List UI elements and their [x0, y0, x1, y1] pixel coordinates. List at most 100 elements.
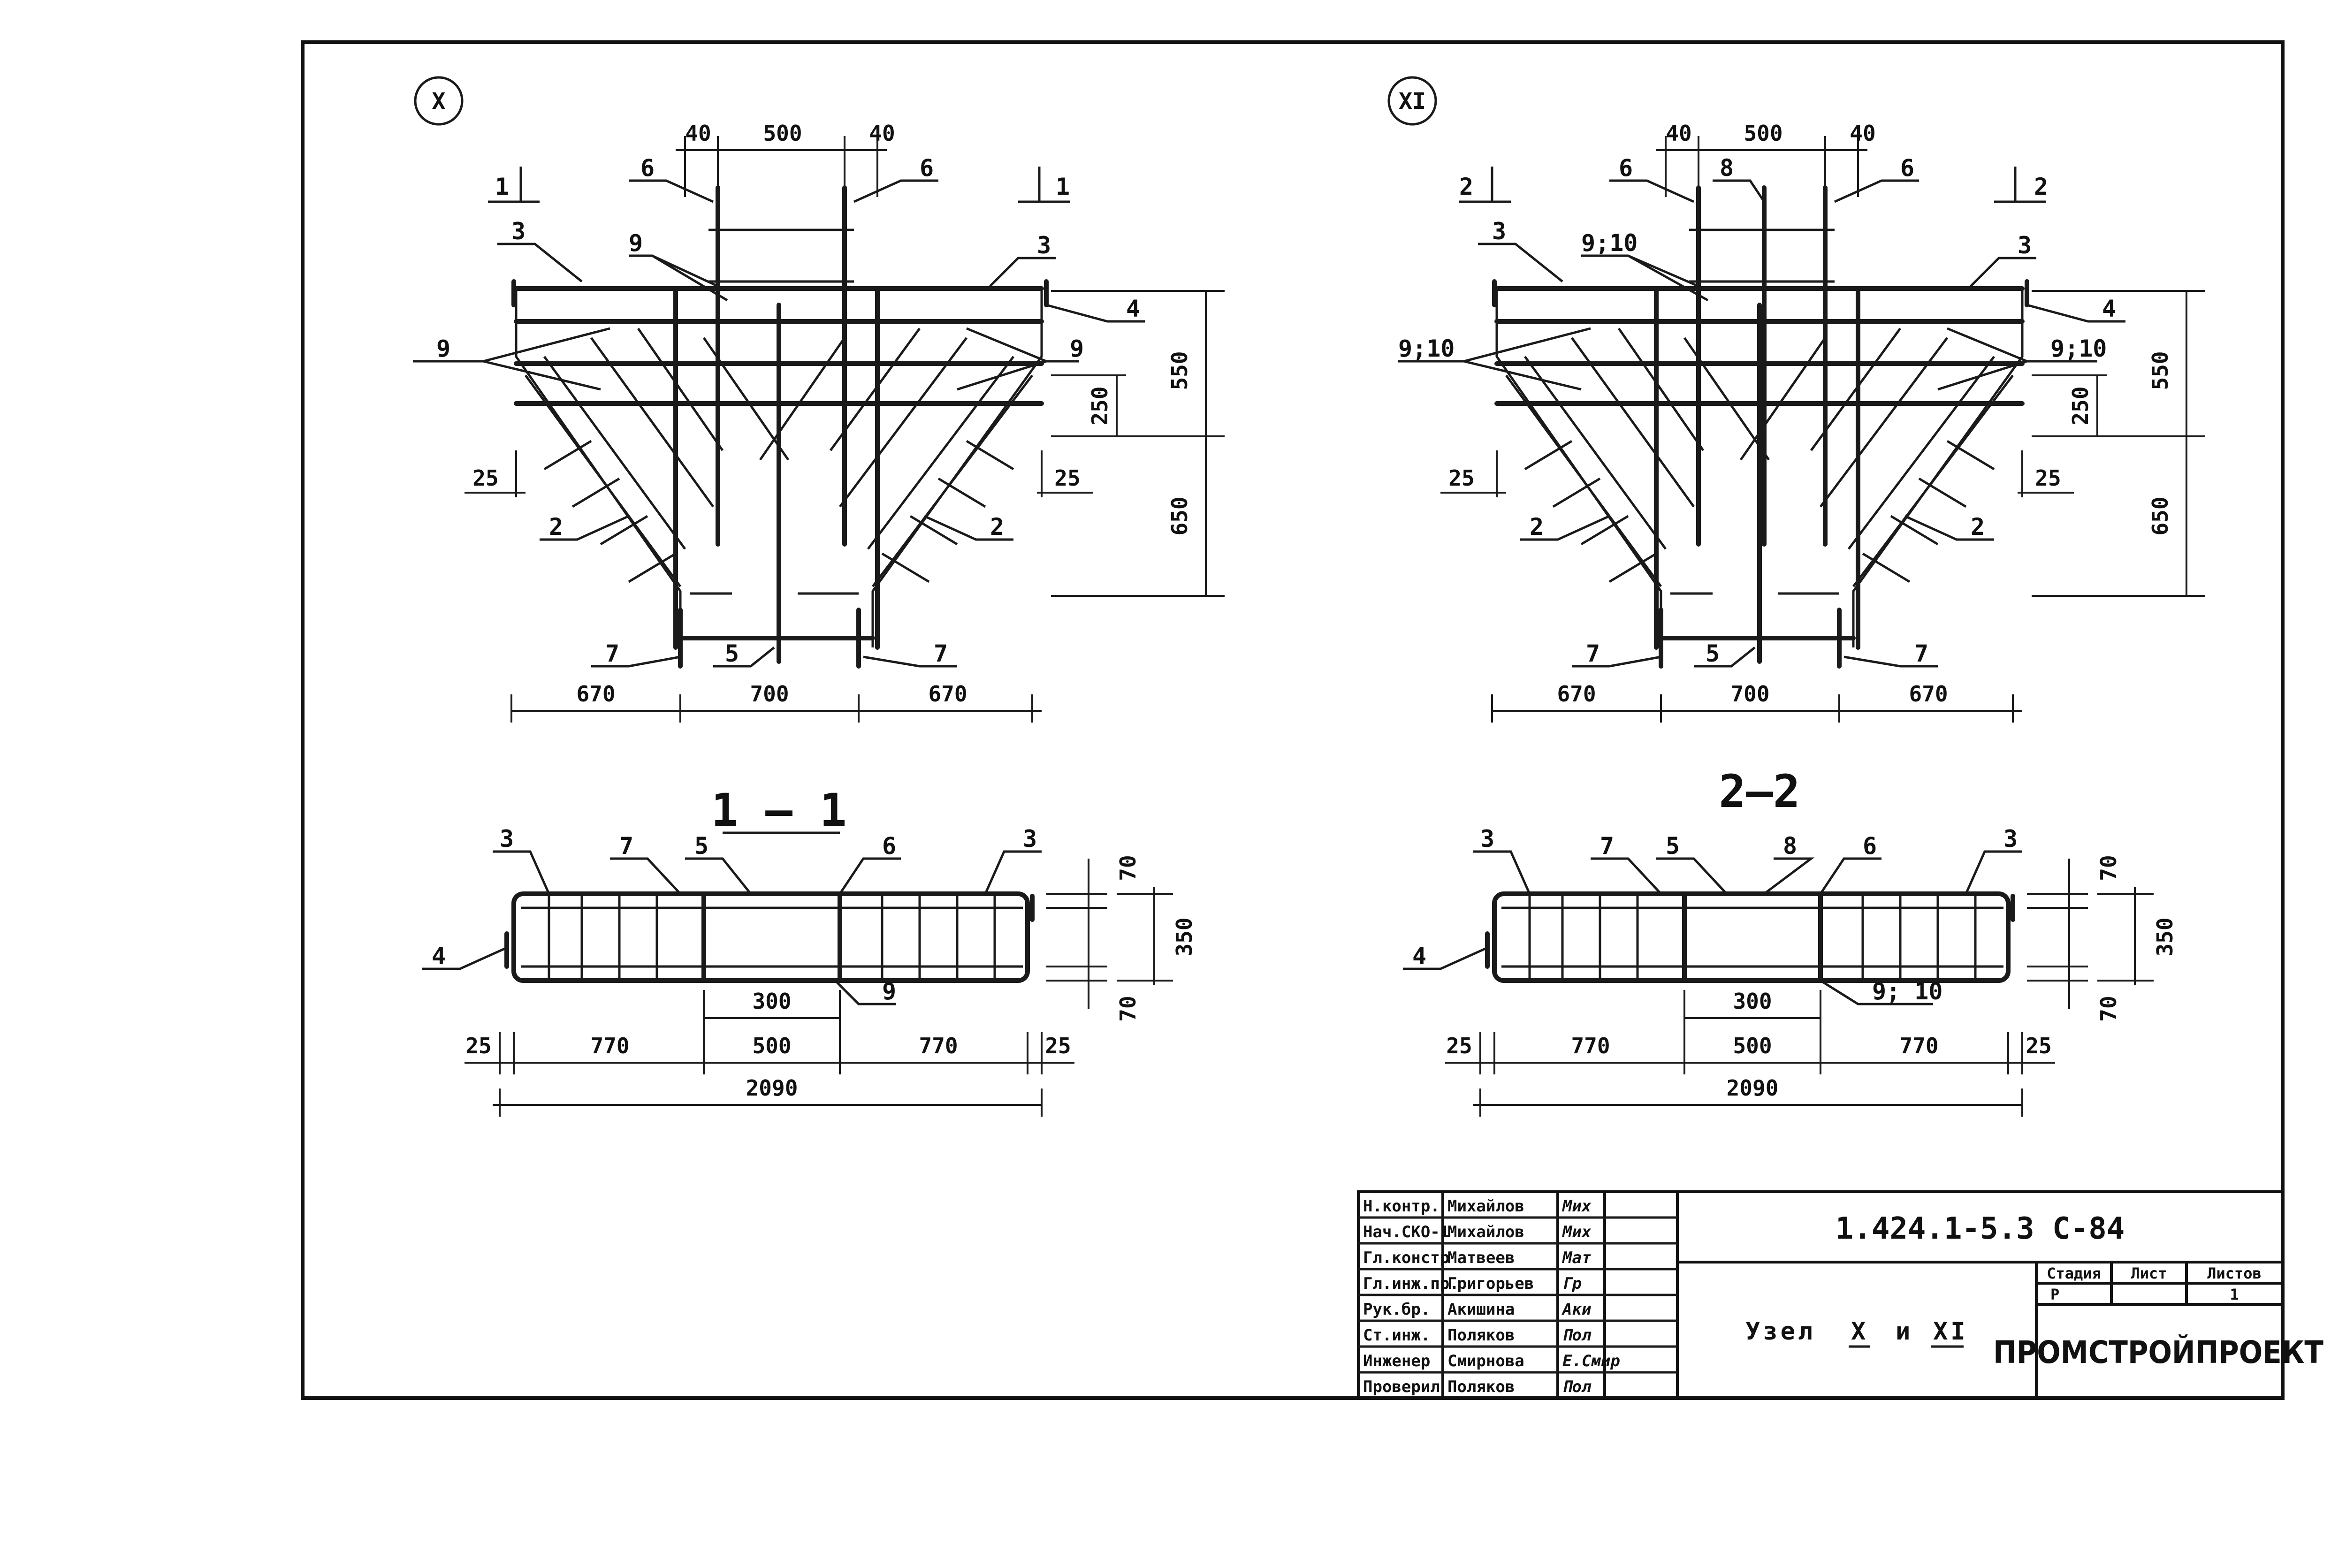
node-x-dims-bottom: 670 700 670	[510, 681, 1042, 723]
node-x-section-mark-left: 1	[488, 167, 540, 203]
svg-text:550: 550	[2148, 351, 2173, 390]
svg-text:Гл.констр: Гл.констр	[1363, 1248, 1449, 1267]
svg-text:9: 9	[882, 978, 896, 1005]
node-x-dims-right: 550 250 650	[1051, 290, 1225, 597]
svg-text:2: 2	[1459, 173, 1473, 200]
title-block-roles: Н.контр. Нач.СКО-1 Гл.констр Гл.инж.пр. …	[1363, 1197, 1459, 1396]
svg-text:4: 4	[432, 943, 446, 970]
svg-text:70: 70	[2096, 996, 2121, 1021]
node-xi-marker: XI	[1399, 88, 1426, 114]
svg-text:25: 25	[1446, 1033, 1472, 1058]
svg-text:4: 4	[1126, 295, 1140, 322]
svg-text:Поляков: Поляков	[1447, 1378, 1515, 1396]
title-block: Н.контр. Нач.СКО-1 Гл.констр Гл.инж.пр. …	[1357, 1190, 2323, 1400]
svg-text:40: 40	[869, 121, 895, 146]
svg-text:9; 10: 9; 10	[1872, 978, 1943, 1005]
svg-text:5: 5	[1666, 832, 1680, 860]
svg-text:Михайлов: Михайлов	[1447, 1197, 1524, 1216]
svg-text:3: 3	[1492, 218, 1506, 245]
svg-text:Рук.бр.: Рук.бр.	[1363, 1300, 1430, 1319]
svg-text:350: 350	[1172, 917, 1197, 956]
title-block-signatures: Миx Миx Мат Гр Аки Пол Е.Смир Пол	[1561, 1197, 1620, 1396]
svg-text:700: 700	[1730, 681, 1769, 707]
sheet-label: Лист	[2131, 1264, 2167, 1282]
svg-text:Матвеев: Матвеев	[1447, 1248, 1515, 1267]
svg-text:Гр: Гр	[1562, 1274, 1582, 1293]
svg-text:3: 3	[1037, 232, 1051, 259]
svg-text:7: 7	[1600, 832, 1614, 860]
section-2-2: 2–2 70 350 70 300 25 770 500 770 25 2090…	[1403, 765, 2178, 1117]
title-block-names: Михайлов Михайлов Матвеев Григорьев Акиш…	[1447, 1197, 1534, 1396]
svg-text:3: 3	[2003, 825, 2018, 853]
svg-text:250: 250	[2068, 386, 2093, 425]
svg-text:770: 770	[590, 1033, 629, 1058]
svg-text:Пол: Пол	[1562, 1326, 1592, 1345]
svg-text:3: 3	[1480, 825, 1494, 853]
svg-text:25: 25	[472, 465, 498, 491]
svg-text:9: 9	[436, 335, 450, 362]
sheet-frame	[301, 40, 2285, 1400]
node-x-section-mark-right: 1	[1018, 167, 1070, 203]
svg-text:Инженер: Инженер	[1363, 1352, 1430, 1370]
svg-text:2: 2	[1530, 513, 1544, 540]
svg-text:550: 550	[1167, 351, 1192, 390]
svg-text:6: 6	[1863, 832, 1877, 860]
svg-text:9;10: 9;10	[2050, 335, 2107, 362]
node-xi-drawing: XI 2 2 40 500	[1387, 76, 2205, 723]
svg-text:5: 5	[1706, 640, 1720, 667]
sheet-title: Узел X и XI	[1745, 1317, 1968, 1348]
svg-text:8: 8	[1720, 154, 1734, 182]
node-xi-dims-bottom: 670 700 670	[1491, 681, 2022, 723]
svg-text:350: 350	[2152, 917, 2178, 956]
node-x-callouts: 6 6 9 3 3 4 9 9 2 2 7 5 7	[413, 154, 1145, 668]
svg-text:25: 25	[465, 1033, 491, 1058]
svg-text:9: 9	[629, 229, 643, 257]
node-xi-callouts: 6 8 6 9;10 3 3 4 9;10 9;10 2 2 7 5 7	[1398, 154, 2125, 668]
svg-text:Акишина: Акишина	[1447, 1300, 1515, 1319]
svg-text:XI: XI	[1933, 1317, 1968, 1346]
node-x-marker: X	[432, 88, 446, 114]
svg-text:40: 40	[685, 121, 711, 146]
svg-text:670: 670	[1557, 681, 1596, 707]
svg-text:Проверил: Проверил	[1363, 1378, 1440, 1396]
svg-text:Миx: Миx	[1562, 1223, 1592, 1241]
svg-text:670: 670	[928, 681, 967, 707]
svg-text:Гл.инж.пр.: Гл.инж.пр.	[1363, 1274, 1459, 1293]
organization: ПРОМСТРОЙПРОЕКТ	[1993, 1334, 2323, 1370]
section-1-1: 1 – 1 70 350 70 300 25 770 500 770 25 20…	[422, 784, 1197, 1117]
svg-text:6: 6	[640, 154, 655, 182]
svg-text:770: 770	[1571, 1033, 1610, 1058]
svg-text:Григорьев: Григорьев	[1447, 1274, 1534, 1293]
svg-text:500: 500	[752, 1033, 791, 1058]
svg-text:1: 1	[495, 173, 509, 200]
svg-text:X: X	[1851, 1317, 1868, 1346]
node-x-drawing: X 1 1	[413, 76, 1225, 723]
section-2-2-title: 2–2	[1719, 765, 1800, 818]
svg-text:700: 700	[750, 681, 789, 707]
svg-text:2090: 2090	[1727, 1075, 1779, 1101]
svg-text:25: 25	[2035, 465, 2061, 491]
svg-text:70: 70	[2096, 855, 2121, 881]
svg-text:40: 40	[1666, 121, 1691, 146]
svg-text:Смирнова: Смирнова	[1447, 1352, 1524, 1370]
node-xi-dims-right: 550 250 650	[2032, 290, 2205, 597]
svg-text:3: 3	[1023, 825, 1037, 853]
svg-text:770: 770	[919, 1033, 958, 1058]
svg-text:2: 2	[1971, 513, 1985, 540]
sheets-value: 1	[2230, 1286, 2239, 1303]
svg-text:3: 3	[511, 218, 526, 245]
svg-text:9: 9	[1070, 335, 1084, 362]
svg-text:Е.Смир: Е.Смир	[1562, 1352, 1620, 1370]
svg-text:Ст.инж.: Ст.инж.	[1363, 1326, 1430, 1345]
svg-text:25: 25	[1045, 1033, 1071, 1058]
node-xi-dims-top: 40 500 40	[1656, 121, 1876, 197]
svg-text:7: 7	[1914, 640, 1928, 667]
svg-text:Н.контр.: Н.контр.	[1363, 1197, 1440, 1216]
stage-label: Стадия	[2047, 1264, 2101, 1282]
svg-text:Узел: Узел	[1745, 1317, 1815, 1346]
sheets-label: Листов	[2207, 1264, 2262, 1282]
svg-text:Пол: Пол	[1562, 1378, 1592, 1396]
node-x-dims-top: 40 500 40	[676, 121, 895, 197]
svg-text:Нач.СКО-1: Нач.СКО-1	[1363, 1223, 1449, 1241]
svg-text:Миx: Миx	[1562, 1197, 1592, 1216]
